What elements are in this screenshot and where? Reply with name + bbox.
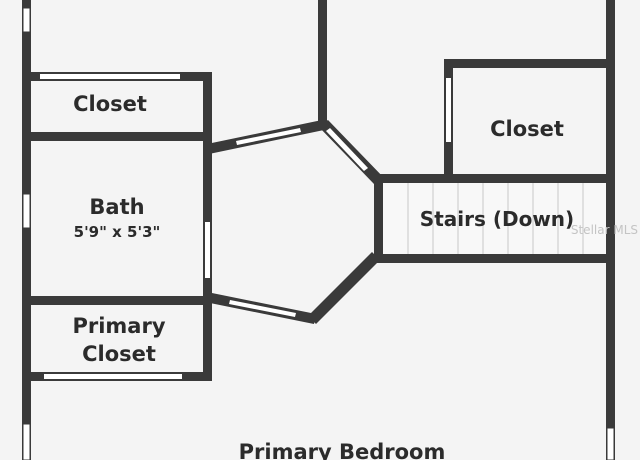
wall-bath-primary-closet <box>22 296 212 305</box>
label-primary-bedroom: Primary Bedroom <box>239 440 446 460</box>
label-bath-dimensions: 5'9" x 5'3" <box>74 223 161 241</box>
watermark: Stellar MLS <box>571 223 638 237</box>
wall-left-outer <box>22 0 31 460</box>
wall-stairs-bottom <box>374 254 615 263</box>
door-bath <box>205 222 210 278</box>
wall-closet-bath <box>22 132 212 141</box>
label-closet-right: Closet <box>490 117 564 141</box>
window-left-top <box>22 7 31 33</box>
window-right-bottom <box>606 427 615 460</box>
door-hall-upper <box>236 128 301 145</box>
wall-center-top <box>318 0 327 130</box>
label-closet-left: Closet <box>73 92 147 116</box>
label-bath: Bath <box>89 195 144 219</box>
wall-hall-lower-right <box>308 252 380 324</box>
stair-treads <box>407 183 584 254</box>
door-closet-right <box>446 78 451 142</box>
door-closet-left <box>40 74 180 79</box>
door-hall-lower <box>229 300 296 317</box>
wall-right-outer <box>606 0 615 460</box>
label-stairs: Stairs (Down) <box>420 207 574 231</box>
stairs-floor <box>383 183 606 254</box>
wall-stairs-left <box>374 174 383 263</box>
window-left-bath <box>22 193 31 229</box>
label-primary-closet-line2: Closet <box>82 342 156 366</box>
door-primary-closet <box>44 374 182 379</box>
wall-stairs-top <box>374 174 615 183</box>
window-left-bottom <box>22 423 31 460</box>
door-hall-upper-right <box>326 128 368 171</box>
wall-right-closet-top <box>444 59 615 68</box>
label-primary-closet-line1: Primary <box>72 314 165 338</box>
